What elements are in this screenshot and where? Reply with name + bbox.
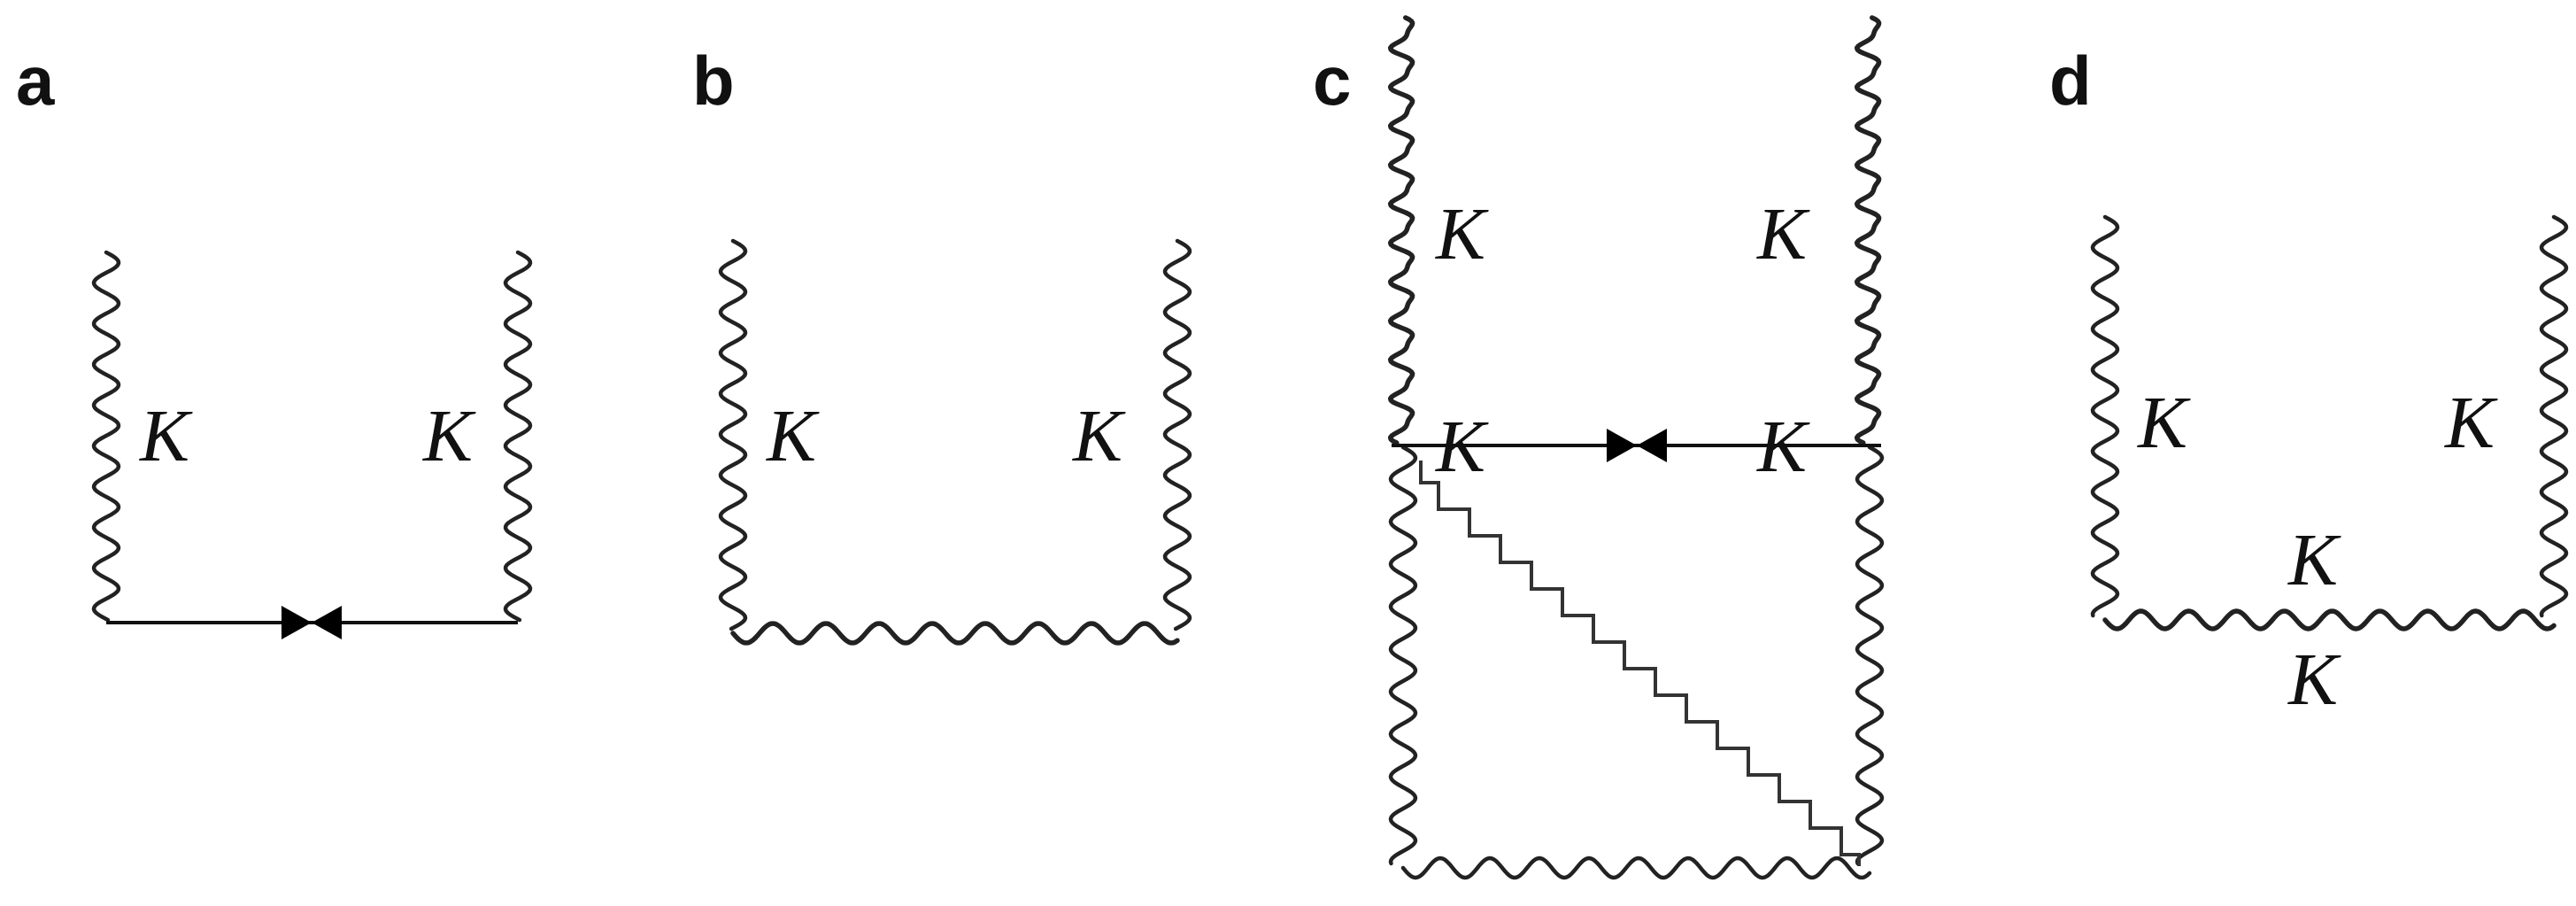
panel-c-right-lower-wavy-line <box>1855 445 1885 866</box>
panel-d-left-wavy-line <box>2090 214 2120 618</box>
panel-a-k-label-right: K <box>422 395 476 477</box>
panel-c: c K K K K <box>1313 15 1885 880</box>
panel-c-k-label-upper-left: K <box>1435 193 1489 275</box>
panel-c-k-label-upper-right: K <box>1756 193 1810 275</box>
panel-a: a K K <box>16 42 533 639</box>
panel-d-k-label-center-lower: K <box>2287 639 2341 721</box>
panel-a-vertex-left-wedge <box>282 606 312 639</box>
panel-d: d K K K K <box>2049 42 2569 721</box>
panel-a-left-wavy-line <box>91 250 121 623</box>
panel-b: b K K <box>692 42 1192 646</box>
panel-c-k-label-lower-right: K <box>1756 406 1810 488</box>
panel-c-diagonal-stepped-propagator <box>1419 461 1861 866</box>
panel-a-vertex-right-wedge <box>312 606 342 639</box>
panel-c-left-lower-wavy-line <box>1388 445 1418 866</box>
panel-d-k-label-center-upper: K <box>2287 519 2341 601</box>
panel-a-right-wavy-line <box>503 250 533 623</box>
panel-b-left-wavy-line <box>718 238 748 631</box>
panel-b-k-label-right: K <box>1072 395 1126 477</box>
panel-d-label: d <box>2049 42 2092 120</box>
panel-a-k-label-left: K <box>139 395 193 477</box>
panel-b-right-wavy-line <box>1162 238 1192 631</box>
panel-c-bottom-wavy-propagator <box>1400 856 1872 880</box>
panel-b-bottom-wavy-propagator <box>730 621 1180 646</box>
panel-b-label: b <box>692 42 735 120</box>
panel-d-k-label-right: K <box>2444 382 2498 464</box>
panel-c-vertex-right-wedge <box>1637 429 1667 462</box>
panel-c-k-label-lower-left: K <box>1435 406 1489 488</box>
panel-c-vertex-left-wedge <box>1607 429 1637 462</box>
panel-c-left-upper-wavy-line <box>1387 15 1415 445</box>
panel-d-bottom-wavy-propagator <box>2102 608 2557 631</box>
panel-c-label: c <box>1313 42 1351 120</box>
panel-a-label: a <box>16 42 55 120</box>
panel-d-k-label-left: K <box>2137 382 2191 464</box>
panel-b-k-label-left: K <box>766 395 820 477</box>
panel-d-right-wavy-line <box>2539 214 2569 618</box>
panel-c-right-upper-wavy-line <box>1854 15 1882 445</box>
